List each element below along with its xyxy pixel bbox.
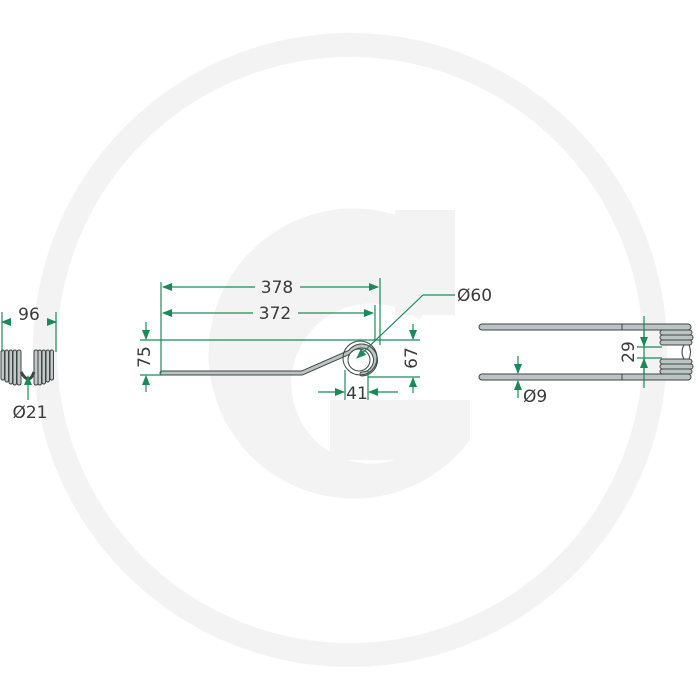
height-left-label: 75 (135, 346, 155, 368)
end-view-coil (0, 349, 54, 386)
wire-diameter-label: Ø9 (523, 387, 547, 407)
height-right-label: 67 (402, 347, 422, 369)
gap-label: 29 (619, 341, 639, 363)
upper-tine-bar (478, 323, 692, 331)
coil-width-label: 41 (346, 384, 368, 404)
side-view: 378 372 75 67 41 Ø60 (135, 278, 492, 404)
coil-diameter-label: Ø60 (457, 286, 492, 306)
overall-length-label: 378 (261, 278, 293, 298)
lower-tine-bar (478, 373, 692, 381)
top-view-coils (659, 329, 694, 375)
straight-length-label: 372 (259, 304, 291, 324)
end-view: 96 Ø21 (0, 305, 57, 423)
end-view-coil-wire-label: Ø21 (12, 403, 47, 423)
top-view: 29 Ø9 (478, 316, 694, 407)
end-view-width-label: 96 (18, 305, 40, 325)
